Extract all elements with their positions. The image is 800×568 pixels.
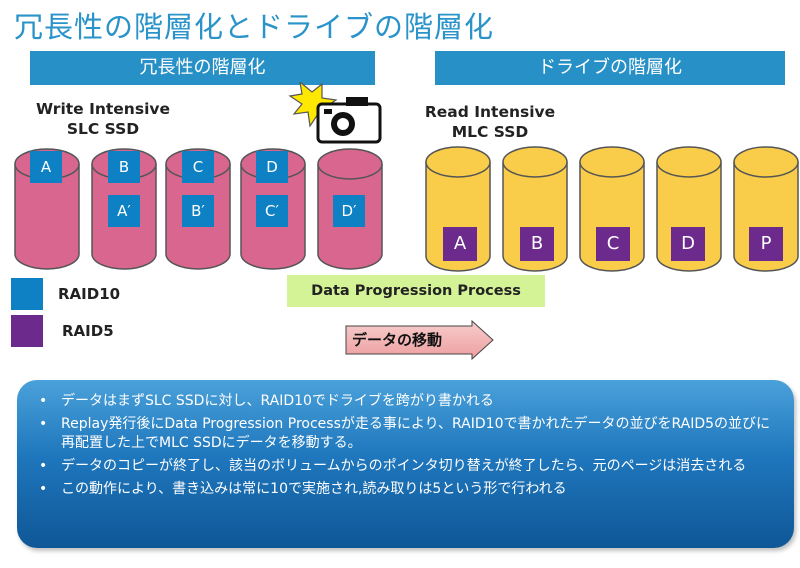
legend-raid10-label: RAID10 xyxy=(58,285,121,303)
raid10-block-d-mirror: D′ xyxy=(333,195,365,227)
slc-tier-line1: Write Intensive xyxy=(35,100,170,118)
explanation-panel: データはまずSLC SSDに対し、RAID10でドライブを跨がり書かれる Rep… xyxy=(17,380,794,548)
page-title: 冗長性の階層化とドライブの階層化 xyxy=(14,10,495,44)
explanation-list: データはまずSLC SSDに対し、RAID10でドライブを跨がり書かれる Rep… xyxy=(17,380,794,499)
raid10-block-c: C xyxy=(182,151,214,183)
explanation-item-1: データはまずSLC SSDに対し、RAID10でドライブを跨がり書かれる xyxy=(39,392,774,411)
raid10-block-b: B xyxy=(108,151,140,183)
camera-icon xyxy=(288,80,388,152)
raid10-block-a-mirror: A′ xyxy=(108,195,140,227)
data-move-label: データの移動 xyxy=(352,331,443,349)
slc-tier-line2: SLC SSD xyxy=(66,120,140,138)
legend-raid5-label: RAID5 xyxy=(62,322,114,340)
raid10-block-a: A xyxy=(30,151,62,183)
raid10-block-b-mirror: B′ xyxy=(182,195,214,227)
explanation-item-4: この動作により、書き込みは常に10で実施され,読み取りは5という形で行われる xyxy=(39,480,774,499)
raid5-block-d: D xyxy=(671,227,705,261)
mlc-tier-label: Read Intensive MLC SSD xyxy=(400,102,580,142)
legend-raid5-swatch xyxy=(11,315,43,347)
explanation-item-2: Replay発行後にData Progression Processが走る事によ… xyxy=(39,415,774,453)
legend-raid10-swatch xyxy=(11,278,43,310)
mlc-tier-line2: MLC SSD xyxy=(451,123,529,141)
raid10-block-d: D xyxy=(256,151,288,183)
redundancy-tier-header: 冗長性の階層化 xyxy=(30,51,375,85)
raid5-block-c: C xyxy=(596,227,630,261)
mlc-tier-line1: Read Intensive xyxy=(424,103,556,121)
raid10-block-c-mirror: C′ xyxy=(256,195,288,227)
explanation-item-3: データのコピーが終了し、該当のボリュームからのポインタ切り替えが終了したら、元の… xyxy=(39,457,774,476)
data-progression-process-label: Data Progression Process xyxy=(287,275,545,307)
raid5-block-parity: P xyxy=(749,227,783,261)
drive-tier-header: ドライブの階層化 xyxy=(435,51,785,85)
raid5-block-a: A xyxy=(443,227,477,261)
slc-tier-label: Write Intensive SLC SSD xyxy=(18,99,188,139)
data-move-arrow xyxy=(345,319,495,364)
raid5-block-b: B xyxy=(520,227,554,261)
